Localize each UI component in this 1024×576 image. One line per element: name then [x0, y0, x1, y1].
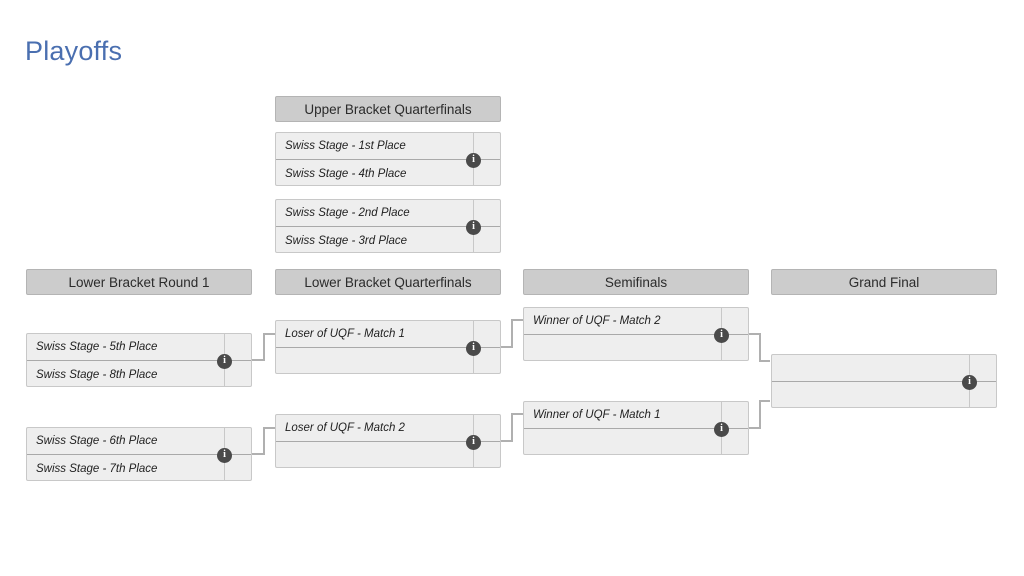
match-slot-top[interactable]: Swiss Stage - 5th Place — [27, 334, 251, 361]
match-slot-top[interactable]: Loser of UQF - Match 2 — [276, 415, 500, 442]
info-icon[interactable]: i — [466, 219, 481, 235]
match-slot-top[interactable]: Winner of UQF - Match 2 — [524, 308, 748, 335]
match-slot-bottom[interactable]: Swiss Stage - 8th Place — [27, 361, 251, 388]
match-slot-top[interactable]: Swiss Stage - 2nd Place — [276, 200, 500, 227]
round-header-upper-bracket-quarterfinals: Upper Bracket Quarterfinals — [275, 96, 501, 122]
match-slot-top[interactable]: Swiss Stage - 6th Place — [27, 428, 251, 455]
participant-label: Winner of UQF - Match 2 — [533, 315, 661, 327]
match-gf-match-1[interactable]: i — [771, 354, 997, 408]
match-uqf-match-2[interactable]: Swiss Stage - 2nd Place Swiss Stage - 3r… — [275, 199, 501, 253]
participant-label: Winner of UQF - Match 1 — [533, 409, 661, 421]
participant-label: Swiss Stage - 7th Place — [36, 462, 158, 475]
match-lbr1-match-2[interactable]: Swiss Stage - 6th Place Swiss Stage - 7t… — [26, 427, 252, 481]
match-lbqf-match-1[interactable]: Loser of UQF - Match 1 i — [275, 320, 501, 374]
info-icon[interactable]: i — [714, 421, 729, 437]
match-slot-bottom[interactable]: Swiss Stage - 7th Place — [27, 455, 251, 482]
participant-label: Swiss Stage - 3rd Place — [285, 234, 408, 247]
info-icon[interactable]: i — [466, 434, 481, 450]
match-slot-top[interactable] — [772, 355, 996, 382]
participant-label: Swiss Stage - 5th Place — [36, 341, 158, 353]
info-icon[interactable]: i — [217, 353, 232, 369]
match-lbr1-match-1[interactable]: Swiss Stage - 5th Place Swiss Stage - 8t… — [26, 333, 252, 387]
participant-label: Swiss Stage - 1st Place — [285, 140, 406, 152]
info-icon[interactable]: i — [466, 340, 481, 356]
info-icon[interactable]: i — [714, 327, 729, 343]
participant-label: Swiss Stage - 4th Place — [285, 167, 407, 180]
participant-label: Loser of UQF - Match 1 — [285, 328, 405, 340]
round-header-label: Lower Bracket Quarterfinals — [304, 274, 472, 290]
participant-label: Swiss Stage - 2nd Place — [285, 207, 410, 219]
round-header-label: Semifinals — [604, 274, 668, 290]
match-slot-bottom[interactable]: Swiss Stage - 4th Place — [276, 160, 500, 187]
info-icon[interactable]: i — [466, 152, 481, 168]
round-header-lower-bracket-round-1: Lower Bracket Round 1 — [26, 269, 252, 295]
match-slot-top[interactable]: Loser of UQF - Match 1 — [276, 321, 500, 348]
round-header-label: Lower Bracket Round 1 — [68, 274, 210, 290]
match-slot-top[interactable]: Swiss Stage - 1st Place — [276, 133, 500, 160]
match-slot-top[interactable]: Winner of UQF - Match 1 — [524, 402, 748, 429]
info-icon[interactable]: i — [962, 374, 977, 390]
round-header-semifinals: Semifinals — [523, 269, 749, 295]
participant-label: Swiss Stage - 6th Place — [36, 435, 158, 447]
round-header-label: Upper Bracket Quarterfinals — [304, 101, 472, 117]
info-icon[interactable]: i — [217, 447, 232, 463]
page-title: Playoffs — [25, 36, 123, 66]
round-header-lower-bracket-quarterfinals: Lower Bracket Quarterfinals — [275, 269, 501, 295]
round-header-grand-final: Grand Final — [771, 269, 997, 295]
match-uqf-match-1[interactable]: Swiss Stage - 1st Place Swiss Stage - 4t… — [275, 132, 501, 186]
match-sf-match-1[interactable]: Winner of UQF - Match 2 i — [523, 307, 749, 361]
participant-label: Loser of UQF - Match 2 — [285, 422, 405, 434]
participant-label: Swiss Stage - 8th Place — [36, 368, 158, 381]
match-slot-bottom[interactable]: Swiss Stage - 3rd Place — [276, 227, 500, 254]
match-sf-match-2[interactable]: Winner of UQF - Match 1 i — [523, 401, 749, 455]
match-lbqf-match-2[interactable]: Loser of UQF - Match 2 i — [275, 414, 501, 468]
round-header-label: Grand Final — [848, 274, 920, 290]
